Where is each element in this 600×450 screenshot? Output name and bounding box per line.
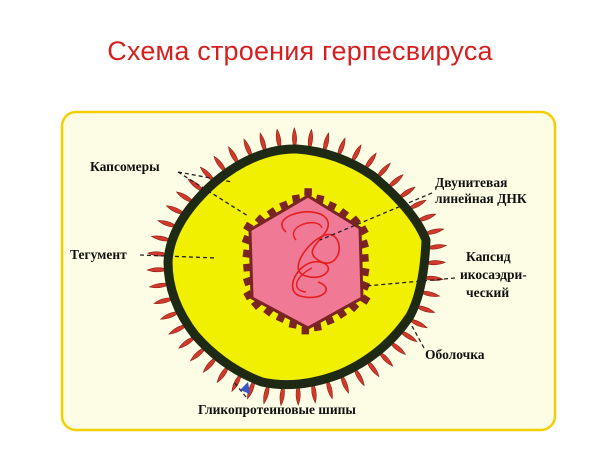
glycoprotein-spikes xyxy=(146,127,448,407)
glycoprotein-spike xyxy=(292,127,297,150)
glycoprotein-spike xyxy=(202,355,218,373)
glycoprotein-spike xyxy=(178,335,197,349)
glycoprotein-spike xyxy=(168,323,189,335)
glycoprotein-spike xyxy=(406,199,427,211)
glycoprotein-spike xyxy=(396,186,416,200)
label-envelope: Оболочка xyxy=(425,347,485,362)
glycoprotein-spike xyxy=(148,282,172,289)
label-tegument: Тегумент xyxy=(70,247,127,262)
glycoprotein-spike xyxy=(150,235,173,242)
glycoprotein-spike xyxy=(323,132,330,155)
leader-capsomers-2 xyxy=(177,171,233,183)
label-capsid-line1: Капсид xyxy=(466,249,511,264)
glycoprotein-spike xyxy=(422,228,445,235)
leader-spikes xyxy=(233,381,247,398)
glycoprotein-spike xyxy=(326,377,333,400)
glycoprotein-spike xyxy=(243,138,253,160)
glycoprotein-spike xyxy=(213,155,228,174)
glycoprotein-spike xyxy=(187,178,205,193)
capsomer xyxy=(304,188,312,196)
glycoprotein-spike xyxy=(423,260,447,266)
label-capsid-line2: икосаэдри- xyxy=(460,267,527,282)
glycoprotein-spike xyxy=(146,267,170,273)
capsomer xyxy=(242,249,251,258)
glycoprotein-spike xyxy=(418,291,441,297)
glycoprotein-spike xyxy=(231,372,242,393)
glycoprotein-spike xyxy=(247,378,256,400)
glycoprotein-spike xyxy=(415,213,437,222)
glycoprotein-spike xyxy=(275,128,282,151)
glycoprotein-spike xyxy=(407,318,428,329)
glycoprotein-spike xyxy=(216,364,230,384)
leader-capsid xyxy=(365,277,456,287)
glycoprotein-spike xyxy=(398,330,418,343)
glycoprotein-spike xyxy=(228,146,240,166)
glycoprotein-spike xyxy=(165,205,187,215)
leader-dna xyxy=(319,192,433,241)
label-dna-line2: линейная ДНК xyxy=(435,191,527,206)
label-capsid-line3: ческий xyxy=(466,285,509,300)
leader-tegument xyxy=(139,254,217,259)
glycoprotein-spike xyxy=(259,132,267,155)
glycoprotein-spike xyxy=(307,128,313,152)
leader-lines xyxy=(139,171,456,398)
glycoprotein-spike xyxy=(340,372,349,394)
label-dna-line1: Двунитевая xyxy=(435,175,507,190)
glycoprotein-spike xyxy=(337,137,346,159)
glycoprotein-spike xyxy=(175,191,196,204)
glycoprotein-spike xyxy=(413,305,436,313)
dna-strand-second xyxy=(292,221,323,293)
glycoprotein-spike xyxy=(279,383,285,407)
glycoprotein-spike xyxy=(363,152,377,171)
label-capsomers: Капсомеры xyxy=(90,159,160,174)
capsomer xyxy=(360,254,369,263)
glycoprotein-spike xyxy=(377,350,394,367)
glycoprotein-spike xyxy=(153,297,176,304)
glycoprotein-spike xyxy=(157,220,179,228)
glycoprotein-spike xyxy=(386,174,404,189)
glycoprotein-spike xyxy=(365,359,380,378)
diagram-title: Схема строения герпесвируса xyxy=(107,36,493,66)
spike-pointer-arrow xyxy=(240,382,250,394)
glycoprotein-spike xyxy=(424,244,448,250)
capsomer xyxy=(243,263,252,272)
glycoprotein-spike xyxy=(263,382,270,405)
glycoprotein-spike xyxy=(295,383,301,406)
glycoprotein-spike xyxy=(189,346,207,362)
capsomer xyxy=(360,267,370,277)
glycoprotein-spike xyxy=(375,162,391,180)
glycoprotein-spike xyxy=(159,311,181,320)
glycoprotein-spike xyxy=(388,340,407,356)
icosahedral-capsid xyxy=(248,194,364,330)
dna-strand xyxy=(281,211,340,299)
glycoprotein-spike xyxy=(353,366,365,387)
glycoprotein-spike xyxy=(350,144,362,165)
glycoprotein-spike xyxy=(199,166,216,183)
label-spikes: Гликопротеиновые шипы xyxy=(198,402,356,417)
glycoprotein-spike xyxy=(311,381,317,404)
